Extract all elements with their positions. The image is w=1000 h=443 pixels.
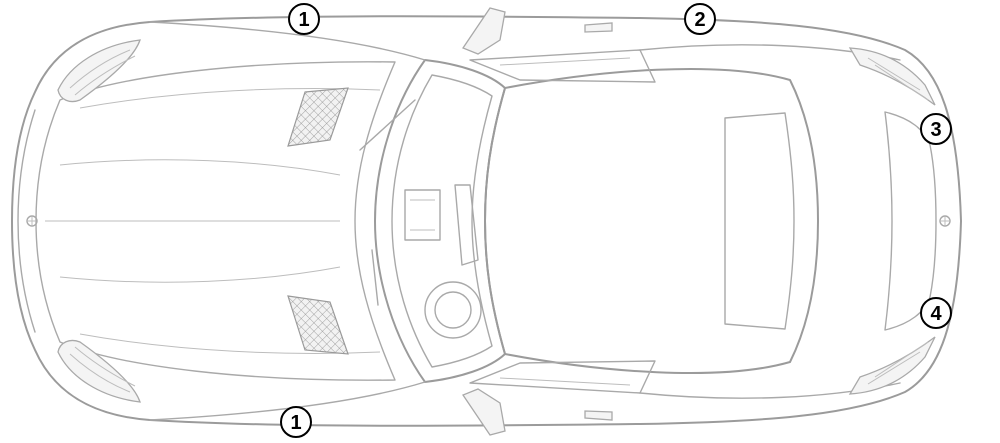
side-window-top (469, 49, 656, 83)
hood-vent-bottom (287, 295, 349, 355)
side-window-bottom (469, 360, 656, 394)
hood-crease-upper (59, 159, 341, 176)
hood-vent-top (287, 87, 349, 147)
seat-area (404, 189, 441, 241)
front-emblem-icon (26, 215, 38, 227)
callout-1-bottom: 1 (280, 406, 312, 438)
callout-2: 2 (684, 3, 716, 35)
door-handle-bottom (584, 410, 613, 421)
front-fender-bottom (149, 381, 426, 421)
svg-text:3: 3 (930, 119, 941, 141)
center-console (454, 184, 479, 266)
headlight-left (57, 39, 141, 103)
svg-text:2: 2 (694, 9, 705, 31)
trunk-outline (884, 111, 937, 331)
hood-crease-lower (59, 266, 341, 283)
front-bumper (17, 109, 36, 333)
wiper-upper (359, 99, 416, 151)
svg-text:4: 4 (930, 303, 942, 325)
callout-1-top: 1 (288, 3, 320, 35)
steering-wheel (424, 281, 482, 339)
door-handle-top (584, 22, 613, 33)
mirror-right (462, 388, 506, 436)
wiper-lower (371, 249, 379, 306)
front-fender-top (149, 21, 426, 61)
roof-outline (484, 67, 819, 375)
callout-3: 3 (920, 113, 952, 145)
svg-text:1: 1 (298, 9, 309, 31)
rear-window (724, 112, 795, 330)
svg-text:1: 1 (290, 412, 301, 434)
windshield-inner (391, 74, 493, 368)
mirror-left (462, 7, 506, 55)
rear-emblem-icon (939, 215, 951, 227)
headlight-right (57, 339, 141, 403)
hood-outline (35, 61, 396, 381)
callout-4: 4 (920, 297, 952, 329)
